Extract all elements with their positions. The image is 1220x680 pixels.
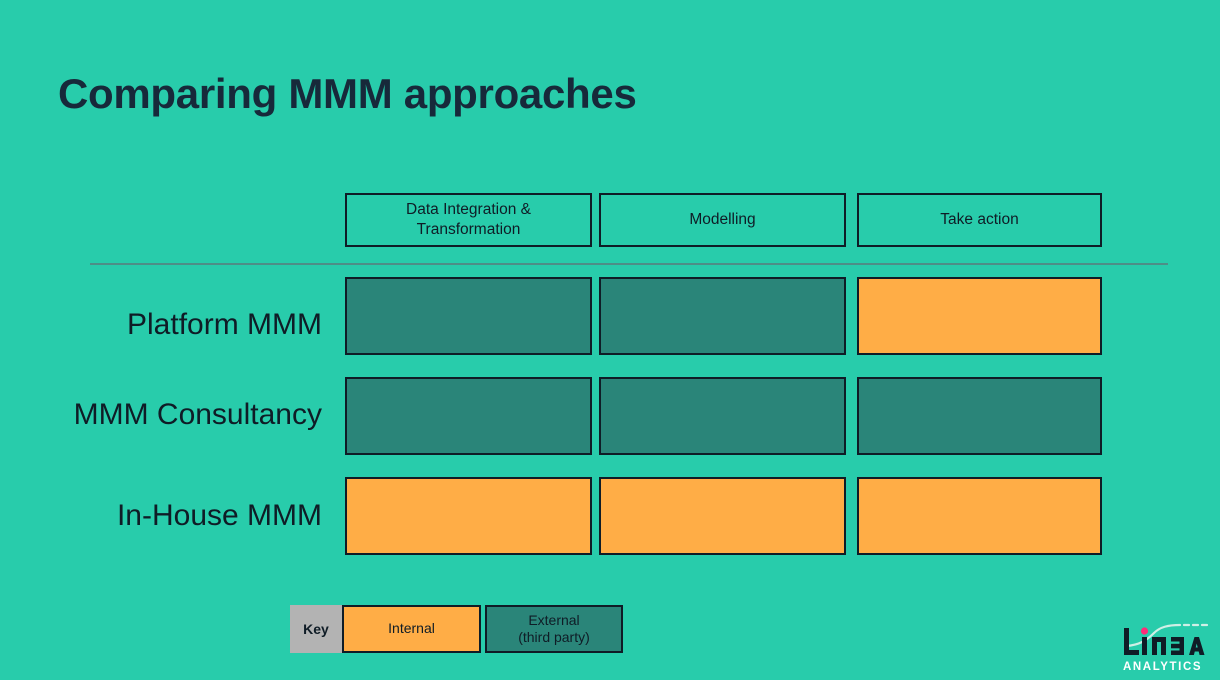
column-header-line1: Modelling (689, 211, 756, 229)
legend-external-line1: External (528, 611, 580, 628)
row-label-platform-mmm: Platform MMM (127, 308, 322, 341)
legend-internal-label: Internal (388, 620, 435, 637)
column-header-line2: Transformation (416, 221, 521, 238)
column-header-take-action: Take action (857, 193, 1102, 247)
matrix-cell-platform-data-integration (345, 277, 592, 355)
growth-curve-icon (1124, 623, 1182, 648)
header-divider (90, 263, 1168, 265)
matrix-cell-inhouse-take-action (857, 477, 1102, 555)
logo-wordmark (1124, 628, 1205, 655)
legend-swatch-internal: Internal (342, 605, 481, 653)
matrix-cell-inhouse-modelling (599, 477, 846, 555)
column-header-modelling: Modelling (599, 193, 846, 247)
linea-analytics-logo: ANALYTICS (1120, 620, 1212, 674)
matrix-cell-consultancy-data-integration (345, 377, 592, 455)
row-label-in-house-mmm: In-House MMM (116, 499, 322, 532)
logo-dot-icon (1140, 627, 1149, 635)
matrix-cell-platform-modelling (599, 277, 846, 355)
logo-tagline: ANALYTICS (1123, 661, 1202, 673)
column-header-line1: Take action (940, 211, 1019, 229)
matrix-cell-platform-take-action (857, 277, 1102, 355)
legend: Key Internal External (third party) (290, 605, 623, 653)
page-title: Comparing MMM approaches (58, 70, 637, 117)
row-label-mmm-consultancy: MMM Consultancy (73, 398, 322, 431)
legend-swatch-external: External (third party) (485, 605, 623, 653)
column-header-data-integration: Data Integration & Transformation (345, 193, 592, 247)
matrix-cell-inhouse-data-integration (345, 477, 592, 555)
matrix-cell-consultancy-take-action (857, 377, 1102, 455)
legend-external-line2: (third party) (518, 629, 590, 645)
matrix-cell-consultancy-modelling (599, 377, 846, 455)
column-header-line1: Data Integration & (406, 201, 531, 219)
legend-key-label: Key (290, 605, 342, 653)
